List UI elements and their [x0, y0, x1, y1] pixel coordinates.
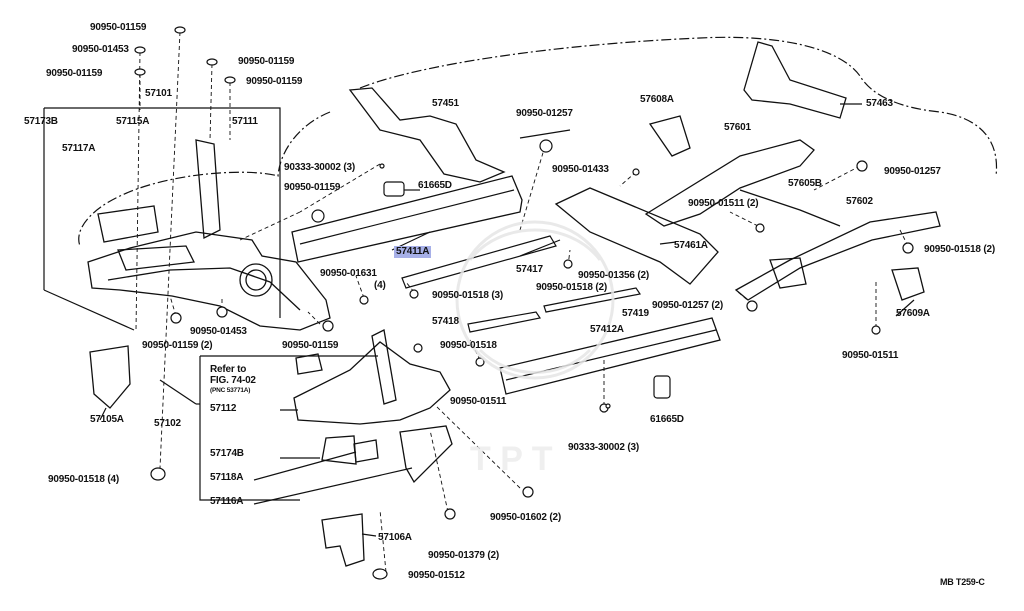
part-label: 90950-01159	[284, 182, 341, 193]
part-label: 90950-01159	[238, 56, 295, 67]
left-wheelhouse-assembly	[87, 139, 331, 331]
part-label: 90950-01257	[884, 166, 941, 177]
part-label: 90950-01159	[90, 22, 147, 33]
part-label: 57115A	[116, 116, 150, 127]
part-57412A	[499, 317, 721, 395]
part-label: 57173B	[24, 116, 58, 127]
part-label: 90950-01257 (2)	[652, 300, 723, 311]
watermark-emblem: T P T	[455, 220, 615, 478]
part-label: 90950-01159	[46, 68, 103, 79]
part-label: 61665D	[418, 180, 452, 191]
part-label: 57106A	[378, 532, 412, 543]
part-label: 90950-01159 (2)	[142, 340, 213, 351]
part-label: 57417	[516, 264, 543, 275]
part-57461A	[554, 187, 719, 285]
part-label: 90333-30002 (3)	[284, 162, 355, 173]
part-label: FIG. 74-02	[210, 375, 256, 386]
part-label: 90950-01257	[516, 108, 573, 119]
part-label: 90333-30002 (3)	[568, 442, 639, 453]
part-label: 57117A	[62, 143, 96, 154]
part-label: 61665D	[650, 414, 684, 425]
part-label: 90950-01453	[190, 326, 247, 337]
part-label: 90950-01518 (3)	[432, 290, 503, 301]
part-57411A	[291, 175, 523, 263]
part-label: 90950-01511 (2)	[688, 198, 759, 209]
part-label: 90950-01453	[72, 44, 129, 55]
part-label: 90950-01512	[408, 570, 465, 581]
part-label: 90950-01511	[450, 396, 507, 407]
part-57419	[543, 287, 642, 313]
part-label: 90950-01356 (2)	[578, 270, 649, 281]
part-label: 57411A	[394, 246, 432, 258]
part-label: 57601	[724, 122, 751, 133]
part-label: 90950-01379 (2)	[428, 550, 499, 561]
part-label: 57412A	[590, 324, 624, 335]
part-label: 90950-01518 (4)	[48, 474, 119, 485]
part-label: 57463	[866, 98, 893, 109]
part-label: 90950-01511	[842, 350, 899, 361]
part-label: 57116A	[210, 496, 244, 507]
part-label: 57101	[145, 88, 172, 99]
part-57417	[401, 235, 557, 289]
part-label: 57418	[432, 316, 459, 327]
part-label: 90950-01159	[282, 340, 339, 351]
part-label: 90950-01631	[320, 268, 377, 279]
body-outline	[359, 36, 998, 177]
part-57418	[467, 311, 541, 333]
part-label: 57451	[432, 98, 459, 109]
part-label: 57111	[232, 116, 258, 127]
part-57105A	[89, 345, 131, 409]
part-57106A	[321, 513, 365, 567]
part-label: 57174B	[210, 448, 244, 459]
right-frame-assembly	[644, 41, 941, 301]
part-label: 57602	[846, 196, 873, 207]
part-label: 90950-01518 (2)	[924, 244, 995, 255]
center-assembly-57112	[293, 329, 453, 484]
svg-text:T P T: T P T	[470, 440, 553, 478]
part-label: 57102	[154, 418, 181, 429]
part-61665D-a	[383, 181, 405, 197]
part-label: (4)	[374, 280, 386, 291]
part-label: 90950-01518	[440, 340, 497, 351]
part-label: 57118A	[210, 472, 244, 483]
part-label: 57609A	[896, 308, 930, 319]
part-label: 90950-01602 (2)	[490, 512, 561, 523]
part-label: 57461A	[674, 240, 708, 251]
part-label: (PNC 53771A)	[210, 387, 251, 394]
body-outline-left	[78, 111, 331, 247]
part-label: 90950-01518 (2)	[536, 282, 607, 293]
diagram-code: MB T259-C	[940, 577, 985, 587]
left-group-frame	[44, 107, 281, 318]
fasteners	[134, 26, 914, 580]
part-label: 57605B	[788, 178, 822, 189]
part-label: 90950-01159	[246, 76, 303, 87]
part-label: 57419	[622, 308, 649, 319]
part-label: 57112	[210, 403, 237, 414]
part-61665D-b	[653, 375, 671, 399]
part-label: 57105A	[90, 414, 124, 425]
part-57451	[348, 87, 506, 183]
part-label: Refer to	[210, 364, 247, 375]
part-label: 90950-01433	[552, 164, 609, 175]
part-label: 57608A	[640, 94, 674, 105]
